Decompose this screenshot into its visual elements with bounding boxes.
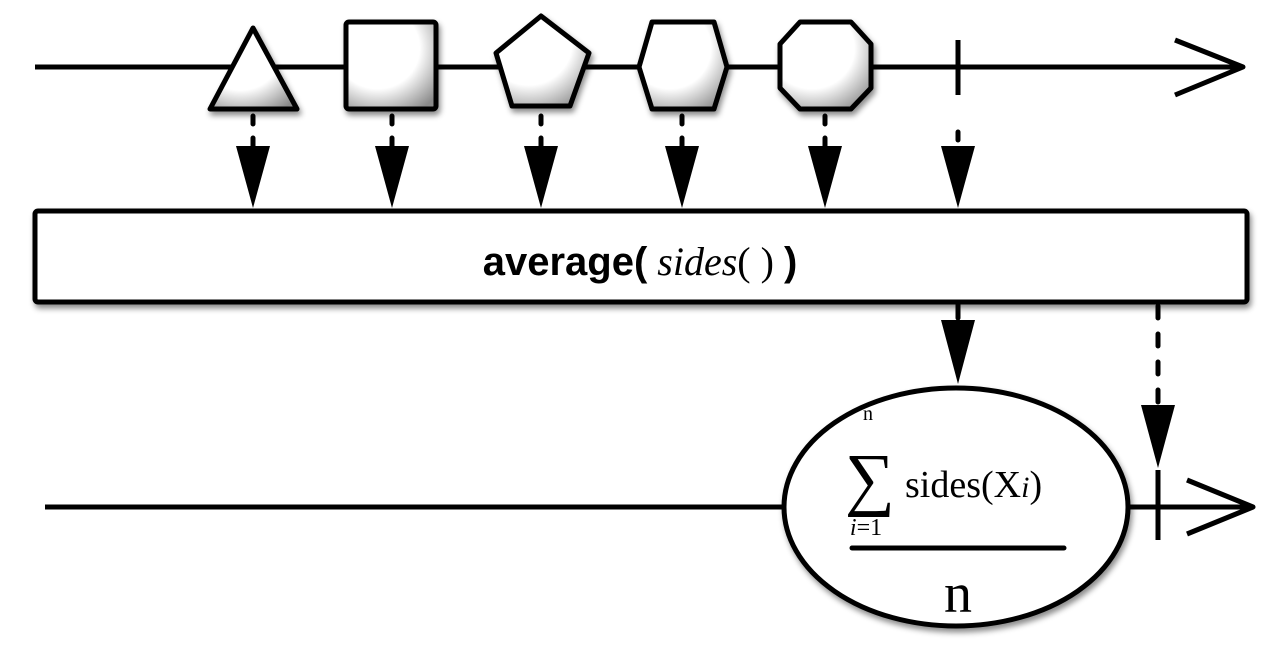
arrow-down-icon	[665, 146, 699, 208]
marble-square	[343, 19, 439, 112]
arrow-down-icon	[941, 146, 975, 208]
marble-octagon	[777, 19, 874, 112]
input-arrows	[236, 113, 975, 208]
arrow-down-icon	[808, 146, 842, 208]
arrow-down-icon	[375, 146, 409, 208]
sum-symbol: ∑	[845, 441, 895, 518]
timeline-arrowhead-icon	[1186, 477, 1256, 537]
arrow-down-icon	[524, 146, 558, 208]
arrow-down-icon	[236, 146, 270, 208]
operator-name: average(	[483, 240, 648, 284]
arrow-down-icon	[1141, 405, 1175, 468]
operator-label: average( sides( ) )	[483, 239, 798, 284]
sum-term: sides(Xi)	[905, 464, 1042, 506]
arrow-down-icon	[941, 320, 975, 384]
sum-lower-limit: i=1	[850, 515, 882, 541]
denominator: n	[944, 563, 972, 625]
operator-arg-parens: ( )	[737, 239, 774, 284]
operator-close: )	[784, 240, 797, 284]
marble-triangle	[207, 25, 300, 112]
output-arrows	[941, 301, 1175, 468]
operator-box: average( sides( ) )	[32, 208, 1250, 305]
sum-upper-limit: n	[863, 403, 873, 425]
timeline-arrowhead-icon	[1174, 37, 1246, 98]
marble-hexagon	[636, 19, 730, 112]
operator-arg: sides	[657, 239, 737, 284]
marble-pentagon	[493, 13, 592, 109]
result-marble: n ∑ i=1 sides(Xi) n	[781, 385, 1131, 629]
